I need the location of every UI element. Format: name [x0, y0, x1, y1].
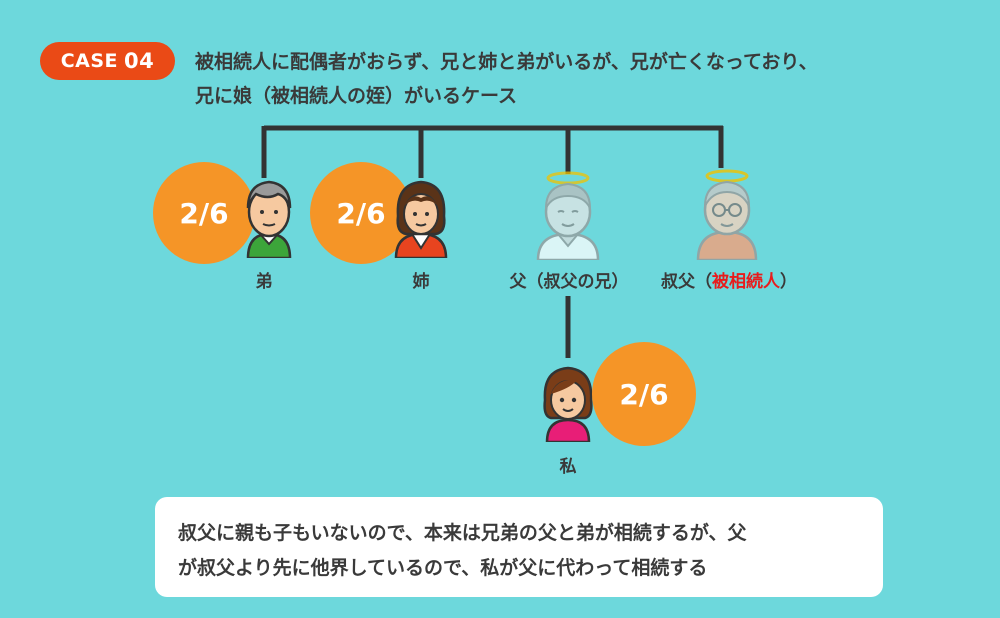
uncle-label-suffix: ） — [780, 272, 797, 292]
case-title-line2: 兄に娘（被相続人の姪）がいるケース — [195, 85, 518, 107]
uncle-label: 叔父（被相続人） — [654, 267, 804, 292]
sister-label: 姉 — [412, 272, 430, 292]
sister-avatar-icon — [394, 180, 448, 258]
brother-label: 弟 — [255, 272, 273, 292]
brother-share: 2/6 — [179, 196, 229, 230]
case-label: CASE — [60, 50, 119, 72]
case-badge: CASE 04 — [40, 42, 175, 80]
me-avatar-icon — [543, 366, 593, 442]
decedent-label: 被相続人 — [712, 272, 780, 292]
explanation-line1: 叔父に親も子もいないので、本来は兄弟の父と弟が相続するが、父 — [178, 522, 747, 544]
sister-share: 2/6 — [336, 196, 386, 230]
me-label: 私 — [559, 457, 577, 477]
explanation-line2: が叔父より先に他界しているので、私が父に代わって相続する — [178, 557, 708, 579]
father-angel-avatar-icon — [536, 171, 600, 260]
explanation-box — [155, 497, 883, 597]
me-share-circle: 2/6 — [592, 342, 696, 446]
sister-share-circle: 2/6 — [310, 162, 412, 264]
uncle-angel-avatar-icon — [696, 169, 758, 260]
me-share: 2/6 — [619, 377, 669, 411]
case-number: 04 — [124, 49, 155, 73]
brother-avatar-icon — [246, 180, 292, 258]
father-label: 父（叔父の兄） — [509, 272, 629, 292]
case-title-line1: 被相続人に配偶者がおらず、兄と姉と弟がいるが、兄が亡くなっており、 — [195, 51, 818, 73]
brother-share-circle: 2/6 — [153, 162, 255, 264]
uncle-label-prefix: 叔父（ — [661, 272, 712, 292]
